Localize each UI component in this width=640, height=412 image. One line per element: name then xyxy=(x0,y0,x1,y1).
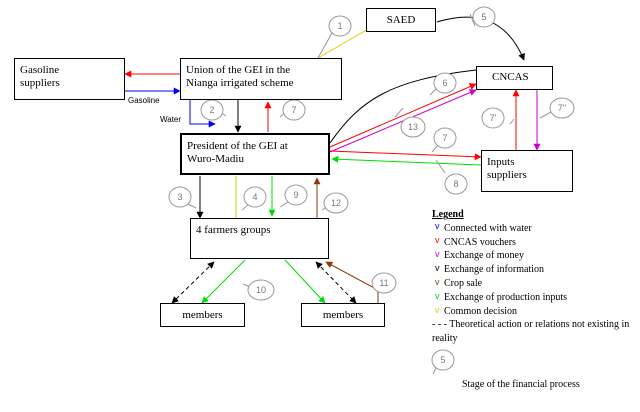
legend-bullet-information: v xyxy=(435,263,440,273)
edge-president-inputs xyxy=(329,150,482,161)
svg-text:7: 7 xyxy=(291,105,296,115)
node-gasoline-suppliers-line2: suppliers xyxy=(20,77,60,89)
svg-text:5: 5 xyxy=(481,12,486,22)
node-cncas-label: CNCAS xyxy=(492,71,529,83)
svg-text:7: 7 xyxy=(442,133,447,143)
legend-dashed-note: - - - Theoretical action or relations no… xyxy=(432,319,630,345)
edge-farmers-members-right-dashed xyxy=(315,261,357,304)
stage-bubble-1: 1 xyxy=(317,15,352,59)
node-inputs-suppliers-line1: Inputs xyxy=(487,156,515,168)
svg-text:5: 5 xyxy=(440,355,445,365)
edge-saed-union xyxy=(317,27,371,59)
legend-stage-caption: Stage of the financial process xyxy=(462,379,580,390)
legend-item-vouchers: CNCAS vouchers xyxy=(444,236,516,248)
legend-bullet-crop: v xyxy=(435,277,440,287)
svg-text:12: 12 xyxy=(331,198,341,208)
node-president: President of the GEI at Wuro-Madiu xyxy=(180,133,330,175)
node-members-left-label: members xyxy=(182,308,223,321)
edge-label-water: Water xyxy=(160,115,182,124)
svg-text:10: 10 xyxy=(256,285,266,295)
legend-item-water: Connected with water xyxy=(444,222,532,234)
svg-text:4: 4 xyxy=(252,192,257,202)
stage-bubble-8: 8 xyxy=(435,159,468,195)
edge-label-gasoline: Gasoline xyxy=(128,96,160,105)
legend-item-information: Exchange of information xyxy=(444,264,544,276)
legend-bullet-decision: v xyxy=(435,305,440,315)
node-gasoline-suppliers: Gasoline suppliers xyxy=(14,58,125,100)
edge-farmers-members-left-dashed xyxy=(171,261,215,304)
svg-text:8: 8 xyxy=(453,179,458,189)
stage-bubble-10: 10 xyxy=(242,279,275,301)
node-gasoline-suppliers-line1: Gasoline xyxy=(20,64,60,76)
edge-farmers-members-left-green xyxy=(201,259,246,304)
node-inputs-suppliers: Inputs suppliers xyxy=(481,150,573,192)
stage-bubble-5: 5 xyxy=(469,6,496,28)
legend-stage-marker: 5 xyxy=(431,349,455,375)
stage-bubble-9: 9 xyxy=(279,184,308,208)
node-members-right: members xyxy=(301,303,385,327)
node-cncas: CNCAS xyxy=(476,66,553,90)
stage-bubble-11: 11 xyxy=(371,272,397,294)
edge-inputs-president xyxy=(331,155,482,166)
legend-bullet-money: v xyxy=(435,249,440,259)
node-union-line1: Union of the GEI in the xyxy=(186,64,291,76)
legend-bullet-water: v xyxy=(435,221,440,231)
stage-bubble-13: 13 xyxy=(394,107,426,138)
svg-text:2: 2 xyxy=(209,105,214,115)
svg-text:11: 11 xyxy=(379,278,388,288)
legend-item-production-inputs: Exchange of production inputs xyxy=(444,291,568,303)
stage-bubble-7-top: 7 xyxy=(279,99,306,121)
stage-bubble-4: 4 xyxy=(241,186,267,211)
node-farmers-groups: 4 farmers groups xyxy=(190,218,329,259)
edge-union-water xyxy=(189,100,216,128)
node-farmers-groups-label: 4 farmers groups xyxy=(196,224,271,236)
legend-item-crop-sale: Crop sale xyxy=(444,277,483,289)
edge-president-cncas-red xyxy=(329,83,477,148)
svg-text:13: 13 xyxy=(408,122,418,132)
stage-bubble-7-prime: 7' xyxy=(481,107,515,129)
legend-title: Legend xyxy=(432,209,464,220)
node-president-line2: Wuro-Madiu xyxy=(187,153,244,165)
edge-farmers-members-right-green xyxy=(284,259,326,304)
svg-text:6: 6 xyxy=(442,78,447,88)
edge-members-farmers-crop xyxy=(325,261,379,303)
node-president-line1: President of the GEI at xyxy=(187,140,288,152)
node-members-right-label: members xyxy=(322,308,364,321)
node-inputs-suppliers-line2: suppliers xyxy=(487,169,527,181)
svg-text:9: 9 xyxy=(293,190,298,200)
svg-text:7': 7' xyxy=(490,113,497,123)
legend-bullet-inputs: v xyxy=(435,291,440,301)
legend-item-money: Exchange of money xyxy=(444,250,524,262)
stage-bubble-7-double-prime: 7'' xyxy=(539,97,575,119)
stage-bubble-6: 6 xyxy=(429,72,457,96)
node-saed-label: SAED xyxy=(386,13,416,26)
node-union: Union of the GEI in the Nianga irrigated… xyxy=(180,58,342,100)
stage-bubble-2: 2 xyxy=(200,99,227,121)
svg-text:1: 1 xyxy=(337,21,342,31)
node-union-line2: Nianga irrigated scheme xyxy=(186,77,294,89)
stage-bubble-3: 3 xyxy=(168,186,197,209)
svg-text:3: 3 xyxy=(177,192,182,202)
node-saed: SAED xyxy=(366,8,436,32)
stage-bubble-7-center: 7 xyxy=(431,127,457,153)
legend: Legend Connected with water CNCAS vouche… xyxy=(432,208,637,346)
legend-bullet-vouchers: v xyxy=(435,235,440,245)
stage-bubble-12: 12 xyxy=(321,192,349,214)
svg-text:7'': 7'' xyxy=(558,103,567,113)
node-members-left: members xyxy=(160,303,245,327)
legend-item-common-decision: Common decision xyxy=(444,305,518,317)
